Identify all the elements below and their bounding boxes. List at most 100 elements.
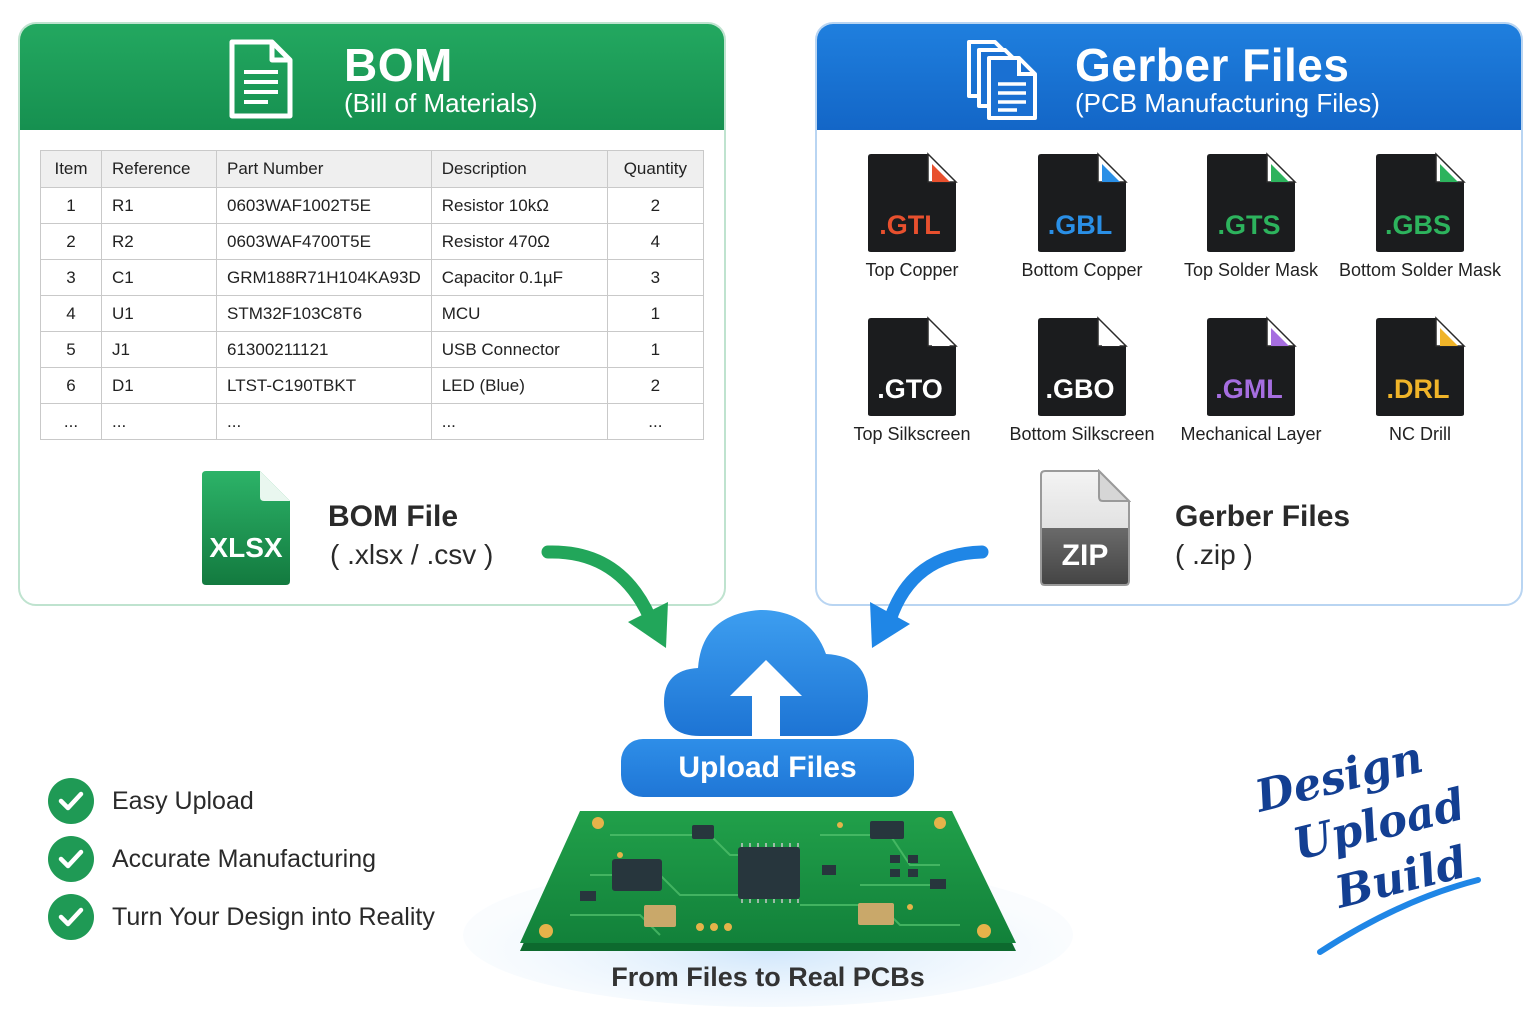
- document-icon: [229, 39, 293, 119]
- gerber-subtitle: (PCB Manufacturing Files): [1075, 88, 1380, 118]
- table-cell: U1: [101, 295, 217, 332]
- bom-file-formats: ( .xlsx / .csv ): [330, 539, 494, 570]
- table-cell: MCU: [430, 295, 608, 332]
- file-extension: .GBL: [1048, 210, 1113, 240]
- bom-panel: BOM (Bill of Materials) Item Reference P…: [18, 22, 726, 606]
- xlsx-file-icon: XLSX: [202, 471, 290, 585]
- table-cell: GRM188R71H104KA93D: [216, 259, 432, 296]
- bom-file-title: BOM File: [328, 500, 459, 533]
- gerber-title: Gerber Files: [1075, 39, 1350, 91]
- table-cell: J1: [101, 331, 217, 368]
- feature-text: Accurate Manufacturing: [112, 844, 377, 873]
- table-cell: 1: [606, 331, 705, 368]
- table-cell: 2: [40, 223, 102, 260]
- column-header-quantity: Quantity: [606, 150, 705, 188]
- zip-file-icon: ZIP: [1040, 469, 1131, 586]
- green-arrow-icon: [541, 545, 668, 648]
- table-cell: 4: [606, 223, 705, 260]
- gerber-file-gbl: .GBL Bottom Copper: [997, 152, 1167, 281]
- table-cell: ...: [40, 403, 102, 440]
- file-label: Bottom Solder Mask: [1338, 260, 1502, 280]
- feature-item: Accurate Manufacturing: [48, 830, 435, 888]
- table-cell: Resistor 470Ω: [430, 223, 608, 260]
- feature-text: Easy Upload: [112, 786, 254, 815]
- file-icon: .GTL: [868, 152, 958, 252]
- feature-item: Easy Upload: [48, 772, 435, 830]
- file-label: Top Silkscreen: [853, 424, 971, 444]
- slogan: Design Upload Build: [1250, 740, 1481, 955]
- file-extension: .GML: [1215, 374, 1283, 404]
- table-cell: USB Connector: [430, 331, 608, 368]
- table-cell: 61300211121: [216, 331, 432, 368]
- table-cell: 1: [40, 187, 102, 224]
- pcb-caption: From Files to Real PCBs: [611, 962, 925, 992]
- file-label: NC Drill: [1389, 424, 1451, 444]
- check-icon: [48, 836, 94, 882]
- column-header-part-number: Part Number: [216, 150, 432, 188]
- table-cell: ...: [101, 403, 217, 440]
- file-extension: .GTO: [877, 374, 943, 404]
- table-cell: STM32F103C8T6: [216, 295, 432, 332]
- pcb-board-icon: [463, 811, 1073, 1007]
- file-extension: .GTS: [1217, 210, 1280, 240]
- table-cell: 1: [606, 295, 705, 332]
- file-label: Top Copper: [865, 260, 959, 280]
- file-icon: .GTS: [1207, 152, 1297, 252]
- gerber-file-gto: .GTO Top Silkscreen: [827, 316, 997, 445]
- file-icon: .GBL: [1038, 152, 1128, 252]
- table-cell: LED (Blue): [430, 367, 608, 404]
- feature-text: Turn Your Design into Reality: [112, 902, 435, 931]
- table-cell: C1: [101, 259, 217, 296]
- table-cell: ...: [216, 403, 432, 440]
- bom-table: Item Reference Part Number Description Q…: [40, 150, 705, 440]
- file-extension: .DRL: [1387, 374, 1450, 404]
- documents-stack-icon: [967, 40, 1037, 120]
- file-icon: .GBO: [1038, 316, 1128, 416]
- table-cell: 4: [40, 295, 102, 332]
- file-extension: .GTL: [879, 210, 941, 240]
- file-label: Top Solder Mask: [1183, 260, 1319, 280]
- table-cell: 0603WAF4700T5E: [216, 223, 432, 260]
- upload-files-button[interactable]: Upload Files: [621, 739, 914, 797]
- gerber-file-gbo: .GBO Bottom Silkscreen: [997, 316, 1167, 445]
- cloud-upload-icon: [664, 610, 868, 738]
- gerber-header: Gerber Files (PCB Manufacturing Files): [817, 24, 1521, 130]
- table-cell: R2: [101, 223, 217, 260]
- table-cell: D1: [101, 367, 217, 404]
- table-cell: ...: [606, 403, 705, 440]
- column-header-reference: Reference: [101, 150, 217, 188]
- table-cell: Resistor 10kΩ: [430, 187, 608, 224]
- table-cell: 6: [40, 367, 102, 404]
- table-cell: LTST-C190TBKT: [216, 367, 432, 404]
- column-header-item: Item: [40, 150, 102, 188]
- gerber-file-drl: .DRL NC Drill: [1335, 316, 1505, 445]
- column-header-description: Description: [430, 150, 608, 188]
- bom-title: BOM: [344, 39, 453, 91]
- file-extension: .GBO: [1045, 374, 1114, 404]
- table-row: ...............: [40, 403, 705, 440]
- bom-subtitle: (Bill of Materials): [344, 88, 538, 118]
- xlsx-label: XLSX: [209, 532, 282, 563]
- table-cell: R1: [101, 187, 217, 224]
- table-cell: 2: [606, 187, 705, 224]
- table-cell: 3: [606, 259, 705, 296]
- table-cell: ...: [430, 403, 608, 440]
- check-icon: [48, 894, 94, 940]
- feature-list: Easy Upload Accurate Manufacturing Turn …: [48, 772, 435, 946]
- blue-arrow-icon: [870, 545, 989, 648]
- file-label: Bottom Silkscreen: [1009, 424, 1155, 444]
- gerber-file-formats: ( .zip ): [1175, 539, 1253, 570]
- file-icon: .GBS: [1376, 152, 1466, 252]
- file-label: Bottom Copper: [1021, 260, 1143, 280]
- table-cell: 2: [606, 367, 705, 404]
- zip-label: ZIP: [1062, 539, 1109, 572]
- gerber-file-title: Gerber Files: [1175, 500, 1351, 533]
- gerber-panel: Gerber Files (PCB Manufacturing Files) .…: [815, 22, 1523, 606]
